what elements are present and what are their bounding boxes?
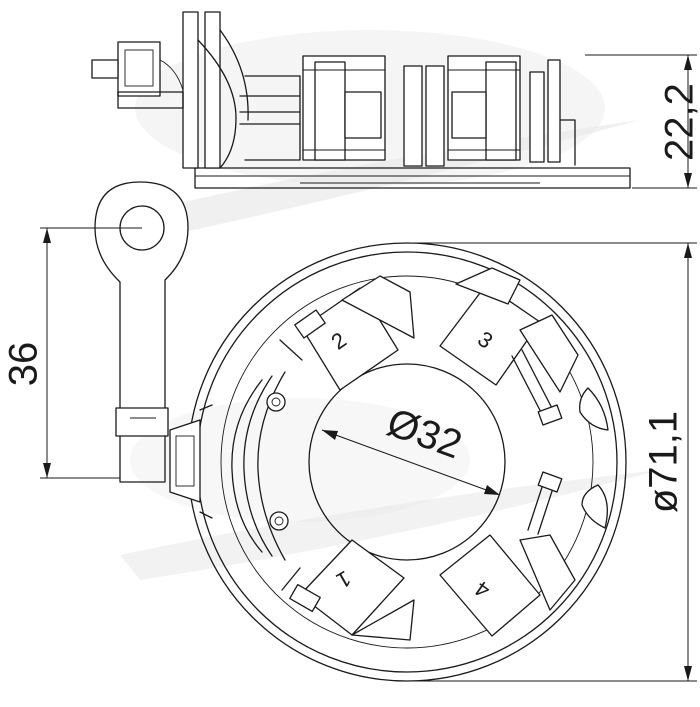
dimension-outer-diameter: ø71,1 bbox=[412, 242, 697, 682]
front-view bbox=[94, 181, 627, 682]
brush-holder-3 bbox=[439, 267, 579, 426]
height-label: 22,2 bbox=[658, 83, 700, 161]
brush-holder-4 bbox=[439, 471, 576, 637]
terminal-lug bbox=[94, 181, 189, 483]
dimension-terminal: 36 bbox=[2, 227, 142, 479]
side-view bbox=[91, 11, 631, 189]
dimension-height: 22,2 bbox=[585, 54, 700, 189]
brush-holder-2 bbox=[294, 275, 415, 391]
terminal-dimension-label: 36 bbox=[2, 342, 46, 387]
brush-holder-1 bbox=[289, 539, 415, 641]
outer-diameter-label: ø71,1 bbox=[642, 411, 686, 513]
